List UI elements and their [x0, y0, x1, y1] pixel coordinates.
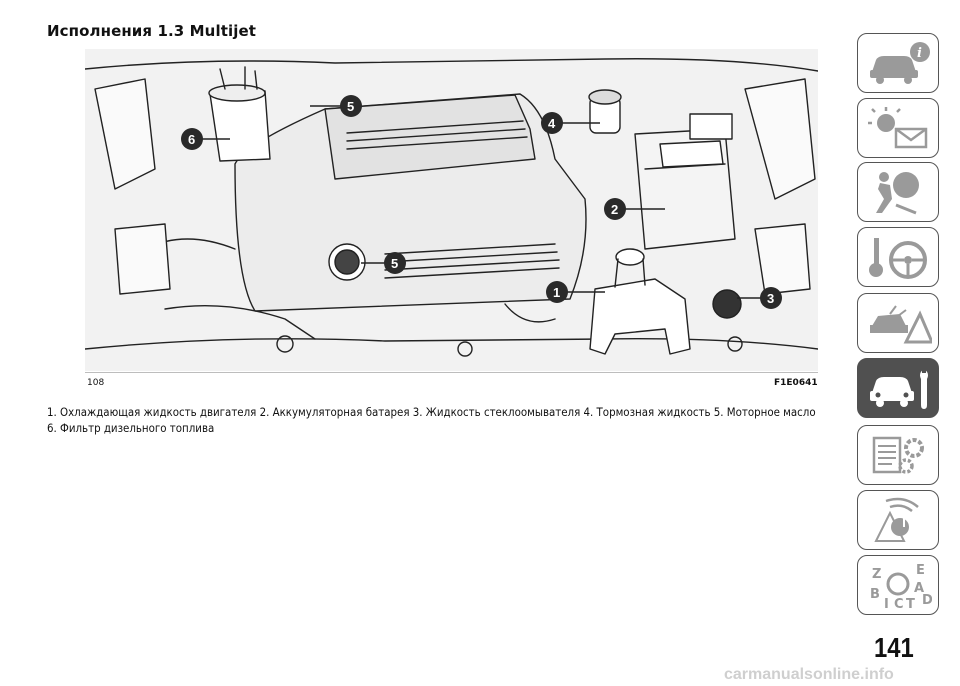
callout-1: 1: [553, 285, 560, 300]
section-title: Исполнения 1.3 Multijet: [47, 22, 257, 40]
tab-multimedia[interactable]: [857, 490, 939, 550]
figure-caption: 1. Охлаждающая жидкость двигателя 2. Акк…: [47, 404, 837, 436]
svg-text:T: T: [906, 597, 915, 608]
emergency-triangle-icon: [870, 305, 932, 344]
callout-4: 4: [548, 116, 556, 131]
watermark: carmanualsonline.info: [0, 664, 960, 686]
key-steering-wheel-icon: [869, 238, 927, 279]
callout-5-top: 5: [347, 99, 354, 114]
multimedia-note-icon: [874, 497, 919, 542]
specifications-gear-icon: [872, 436, 924, 474]
tab-emergency[interactable]: [857, 293, 939, 353]
figure-number: 108: [87, 378, 105, 388]
watermark-text: carmanualsonline.info: [724, 666, 894, 683]
engine-bay-illustration: 1 2 3 4 5 5 6: [85, 49, 818, 371]
tab-safety[interactable]: [857, 162, 939, 222]
page-number: 141: [874, 632, 914, 663]
caption-line-2: 6. Фильтр дизельного топлива: [47, 421, 215, 435]
svg-text:I: I: [884, 597, 889, 608]
caption-line-1: 1. Охлаждающая жидкость двигателя 2. Акк…: [47, 405, 816, 419]
svg-text:B: B: [870, 587, 880, 602]
warning-light-message-icon: [868, 107, 928, 149]
svg-text:D: D: [922, 593, 932, 608]
figure-code: F1E0641: [774, 378, 818, 388]
tab-starting-driving[interactable]: [857, 227, 939, 287]
callout-3: 3: [767, 291, 774, 306]
tab-car-info[interactable]: i: [857, 33, 939, 93]
svg-text:Z: Z: [872, 567, 881, 582]
svg-text:C: C: [894, 597, 904, 608]
tab-maintenance[interactable]: [857, 358, 939, 418]
figure-divider: [85, 372, 818, 373]
callout-2: 2: [611, 202, 618, 217]
car-info-icon: i: [870, 42, 930, 84]
callout-6: 6: [188, 132, 195, 147]
svg-text:A: A: [914, 581, 924, 596]
tab-specifications[interactable]: [857, 425, 939, 485]
car-wrench-icon: [870, 367, 928, 409]
svg-text:i: i: [917, 46, 922, 61]
chapter-tabs: i: [857, 0, 960, 686]
callout-5-bottom: 5: [391, 256, 398, 271]
airbag-safety-icon: [876, 172, 919, 215]
svg-text:E: E: [916, 563, 925, 578]
tab-warning-lights[interactable]: [857, 98, 939, 158]
